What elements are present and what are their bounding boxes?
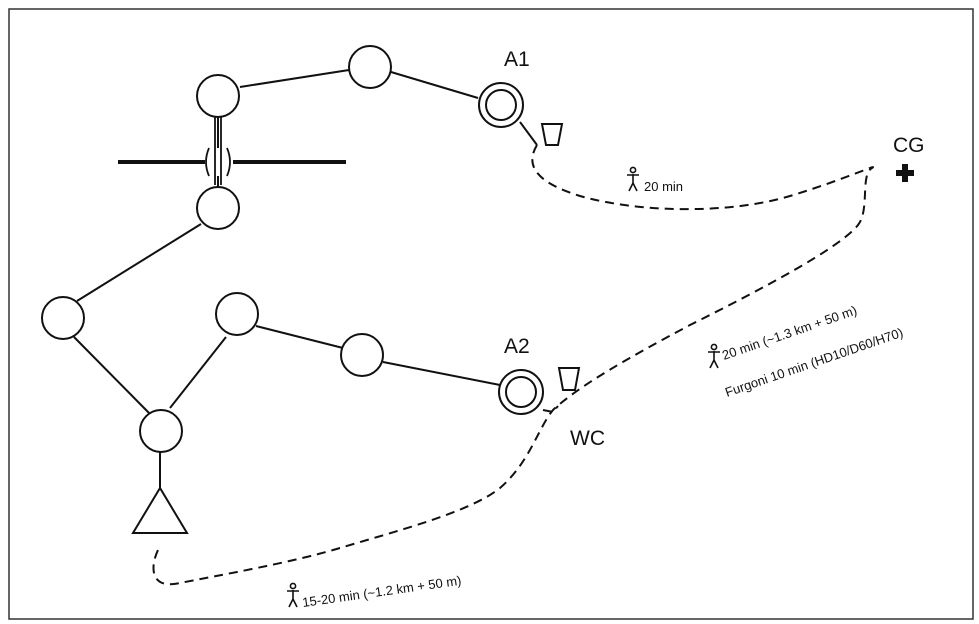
finish-controls — [478, 82, 544, 415]
crossing-point — [118, 117, 346, 185]
start-triangle-icon — [131, 486, 189, 534]
cup-icon — [557, 367, 581, 391]
leg-line — [169, 336, 227, 409]
cross-horizontal — [896, 170, 914, 176]
control-circle — [139, 409, 183, 453]
wc-label: WC — [570, 427, 605, 450]
control-circle — [340, 333, 384, 377]
cg-label: CG — [893, 134, 925, 157]
walk-time-start: 15-20 min (~1.2 km + 50 m) — [301, 573, 462, 610]
walker-icon — [287, 582, 299, 608]
controls — [41, 45, 392, 453]
crossing-bracket — [226, 147, 231, 177]
map-frame — [8, 8, 974, 620]
walker-icons — [287, 166, 720, 608]
leg-line — [76, 223, 202, 302]
control-circle — [196, 74, 240, 118]
leg-line — [519, 121, 538, 146]
walk-time-a1: 20 min — [644, 179, 683, 194]
route-path — [152, 144, 875, 586]
route-spur — [542, 405, 559, 414]
leg-line — [73, 336, 151, 415]
control-a1-label: A1 — [504, 48, 530, 71]
control-circle — [348, 45, 392, 89]
walking-routes — [152, 144, 875, 586]
control-a1-inner — [485, 89, 517, 121]
leg-line — [382, 361, 501, 386]
control-circle — [41, 296, 85, 340]
cup-icon — [540, 123, 564, 146]
control-a2-label: A2 — [504, 335, 530, 358]
walker-icon — [627, 166, 639, 192]
course-legs — [73, 69, 538, 490]
bus-time-a2: Furgoni 10 min (HD10/D60/H70) — [723, 325, 905, 400]
leg-line — [390, 71, 479, 99]
leg-line — [239, 69, 350, 88]
leg-line — [255, 325, 344, 349]
control-a2-inner — [505, 376, 537, 408]
crossing-bracket — [205, 147, 210, 177]
walker-icon — [708, 343, 720, 369]
refreshments — [540, 123, 581, 391]
control-circle — [196, 186, 240, 230]
first-aid-cross-icon — [896, 164, 914, 182]
control-circle — [215, 292, 259, 336]
